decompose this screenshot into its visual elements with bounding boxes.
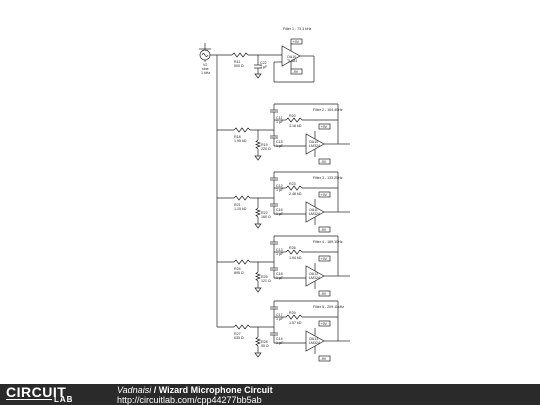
stage1-rgnd-value: 220 Ω [261,147,271,151]
stage3-vplus: +9V [321,257,328,261]
stage1-rfb-value: 3.16 kΩ [289,124,302,128]
stage3-c1-ref: C13 [276,248,283,252]
filter1-cap-value: 1 µF [260,65,268,69]
stage3-vminus: -9V [321,292,327,296]
filter1-cap-ref: C22 [260,61,267,65]
stage2-c2-value: 1 µF [276,212,284,216]
stage2-c1-value: 1 µF [276,188,284,192]
stage1-opamp-model: LM324 [309,144,320,148]
stage2-vplus: +9V [321,193,328,197]
stage2-opamp-ref: OA11 [309,208,318,212]
stage3-c2-value: 1 µF [276,276,284,280]
source-freq: 1 kHz [201,71,210,75]
stage2-opamp-model: LM324 [309,212,320,216]
stage1-c2-ref: C15 [276,140,283,144]
stage2-rgnd-value: 160 Ω [261,215,271,219]
author-name[interactable]: Vadnaisi [117,385,152,395]
stage1-c1-value: 1 µF [276,120,284,124]
stage2-c2-ref: C16 [276,208,283,212]
stage4-rfb-value: 1.57 kΩ [289,321,302,325]
stage3-rin-ref: R24 [234,267,241,271]
stage4-rin-ref: R27 [234,332,241,336]
stage2-rin-ref: R21 [234,203,241,207]
stage3-rin-value: 895 Ω [234,271,244,275]
footer-bar: CIRCUIT LAB Vadnaisi / Wizard Microphone… [0,384,540,405]
stage3-c2-ref: C18 [276,272,283,276]
stage2-vminus: -9V [321,228,327,232]
stage4-c2-value: 1 µF [276,341,284,345]
stage4-c1-value: 1 µF [276,317,284,321]
stage1-rin-ref: R18 [234,135,241,139]
stage2-rgnd-ref: R22 [261,211,268,215]
filter1-resistor-value: 500 Ω [234,64,244,68]
stage1-rgnd-ref: R19 [261,143,268,147]
filter1-vminus: -9V [293,70,299,74]
stage1-vplus: +9V [321,125,328,129]
logo-text-top: CIRCUIT [6,384,67,400]
circuitlab-logo[interactable]: CIRCUIT LAB [6,384,92,404]
stage4-title: Filter 5 - 209.11kHz [313,305,344,309]
stage3-c1-value: 1 µF [276,252,284,256]
stage1-c1-ref: C11 [276,116,282,120]
stage4-c2-ref: C14 [276,337,283,341]
title-separator: / [151,385,159,395]
stage4-opamp-model: LM324 [309,341,320,345]
stage2-rin-value: 1.15 kΩ [234,207,247,211]
stage2-c1-ref: C12 [276,184,283,188]
source-ref: V2 [203,63,207,67]
logo-trace-line [6,399,52,400]
stage4-vminus: -9V [321,357,327,361]
stage2-rfb-ref: R23 [289,182,296,186]
filter1-title: Filter 1 - 73.3 kHz [283,27,312,31]
circuit-title-line: Vadnaisi / Wizard Microphone Circuit [117,385,273,395]
stage1-rfb-ref: R20 [289,114,296,118]
stage3-rfb-value: 1.94 kΩ [289,256,302,260]
stage3-opamp-ref: OA12 [309,272,318,276]
stage4-opamp-ref: OA13 [309,337,318,341]
stage3-rgnd-value: 121 Ω [261,279,271,283]
source-type: sine [202,67,209,71]
stage3-title: Filter 4 - 169.10Hz [313,240,343,244]
filter1-opamp-model: TL081 [287,59,297,63]
stage2-rfb-value: 2.48 kΩ [289,192,302,196]
stage3-rgnd-ref: R25 [261,275,268,279]
circuit-url[interactable]: http://circuitlab.com/cpp44277bb5ab [117,395,262,405]
stage2-title: Filter 3 - 133.25Hz [313,176,343,180]
stage1-title: Filter 2 - 104.40Hz [313,108,343,112]
stage1-opamp-ref: OA10 [309,140,318,144]
stage1-vminus: -9V [321,160,327,164]
stage4-c1-ref: C17 [276,313,283,317]
stage3-opamp-model: LM324 [309,276,320,280]
stage3-rfb-ref: R26 [289,246,296,250]
filter1-opamp-ref: OA10 [287,55,296,59]
stage1-c2-value: 1 µF [276,144,284,148]
stage4-rgnd-ref: R28 [261,340,268,344]
logo-text-bottom: LAB [54,395,74,404]
schematic-canvas: V2 sine 1 kHz Filter 1 - 73.3 kHz R11 50… [199,27,350,362]
filter1-resistor-ref: R11 [234,60,240,64]
stage4-vplus: +9V [321,322,328,326]
stage1-rin-value: 1.95 kΩ [234,139,247,143]
stage4-rfb-ref: R29 [289,311,296,315]
filter1-vplus: +9V [293,40,300,44]
stage4-rin-value: 635 Ω [234,336,244,340]
stage4-rgnd-value: 95 Ω [261,344,269,348]
circuit-title: Wizard Microphone Circuit [158,385,273,395]
